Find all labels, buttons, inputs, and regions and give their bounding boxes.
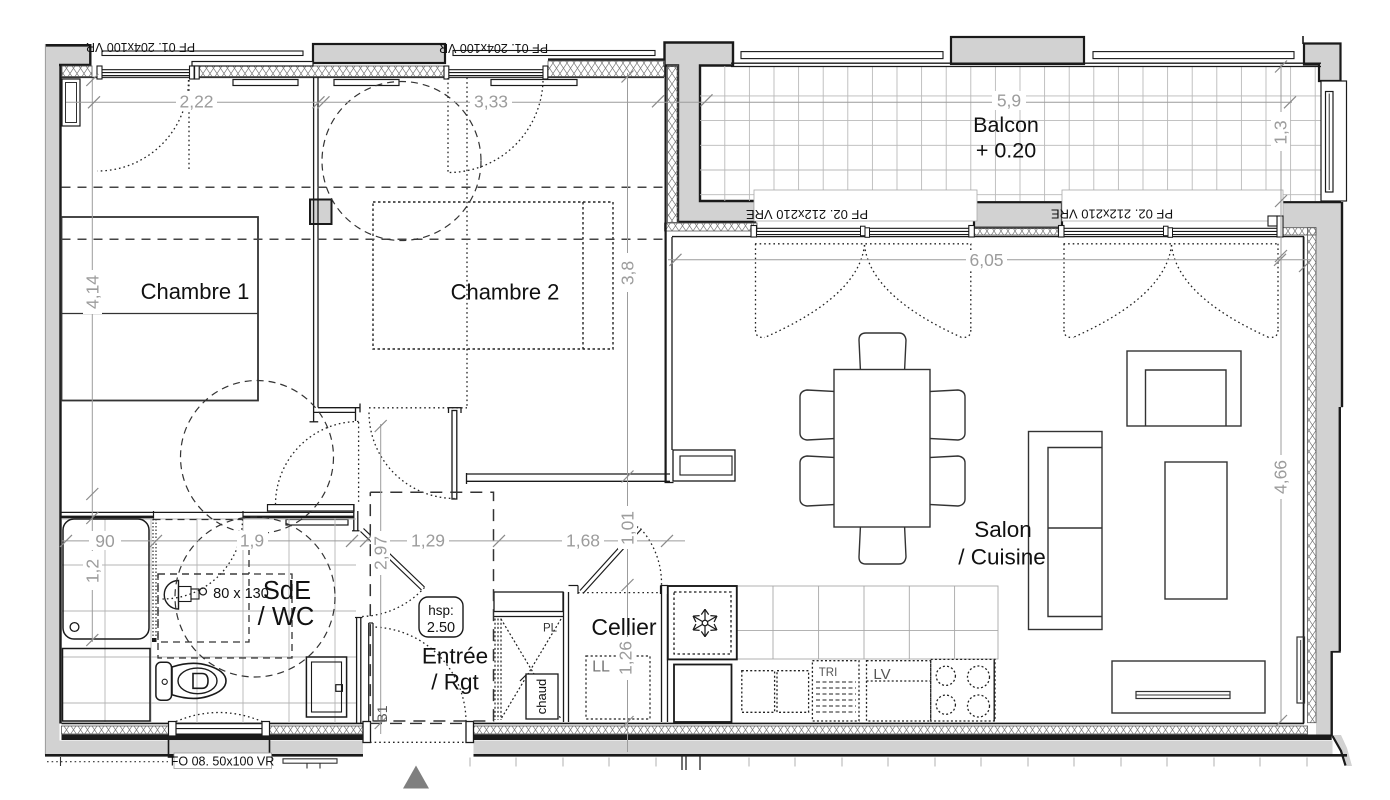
svg-text:/ WC: / WC [258, 603, 315, 631]
svg-text:3,33: 3,33 [474, 92, 508, 112]
svg-text:2,97: 2,97 [371, 536, 391, 570]
svg-text:2,22: 2,22 [179, 92, 213, 112]
svg-text:1,26: 1,26 [616, 641, 636, 675]
svg-text:6,05: 6,05 [969, 250, 1003, 270]
svg-text:5,9: 5,9 [997, 91, 1021, 111]
svg-text:/ Cuisine: / Cuisine [958, 545, 1046, 570]
svg-text:3,8: 3,8 [618, 261, 638, 285]
svg-text:TRI: TRI [819, 667, 838, 679]
svg-text:PF 02. 212x210 VRE: PF 02. 212x210 VRE [1051, 207, 1173, 222]
svg-text:+ 0.20: + 0.20 [976, 139, 1036, 163]
svg-text:1,68: 1,68 [566, 531, 600, 551]
svg-text:/ Rgt: / Rgt [431, 670, 479, 695]
svg-text:Chambre 2: Chambre 2 [451, 280, 560, 305]
svg-text:2.50: 2.50 [427, 620, 455, 636]
svg-text:LL: LL [592, 659, 610, 676]
svg-text:1,9: 1,9 [240, 531, 264, 551]
svg-text:Salon: Salon [974, 517, 1032, 542]
svg-text:B1: B1 [374, 705, 390, 722]
svg-text:chaud: chaud [534, 679, 549, 714]
svg-text:80 x 130: 80 x 130 [213, 586, 269, 602]
svg-text:1,29: 1,29 [411, 531, 445, 551]
svg-text:hsp:: hsp: [428, 603, 454, 618]
svg-text:1,2: 1,2 [83, 559, 103, 583]
svg-text:Chambre 1: Chambre 1 [141, 279, 250, 304]
svg-text:4,66: 4,66 [1271, 460, 1291, 494]
svg-text:LV: LV [873, 666, 890, 683]
svg-text:Cellier: Cellier [591, 614, 657, 640]
svg-text:1,01: 1,01 [618, 511, 638, 545]
svg-text:Balcon: Balcon [973, 113, 1039, 137]
svg-text:PF 01. 204x100 VR: PF 01. 204x100 VR [86, 40, 195, 54]
svg-text:Entrée: Entrée [422, 644, 488, 669]
svg-text:PF 01. 204x100 VR: PF 01. 204x100 VR [439, 41, 548, 55]
svg-text:PF 02. 212x210 VRE: PF 02. 212x210 VRE [746, 207, 868, 222]
svg-text:SdE: SdE [263, 577, 311, 605]
svg-text:1,3: 1,3 [1271, 120, 1291, 144]
svg-text:90: 90 [95, 531, 115, 551]
svg-text:4,14: 4,14 [83, 275, 103, 309]
svg-text:PL: PL [543, 623, 558, 635]
svg-text:FO 08. 50x100 VR: FO 08. 50x100 VR [171, 755, 275, 769]
